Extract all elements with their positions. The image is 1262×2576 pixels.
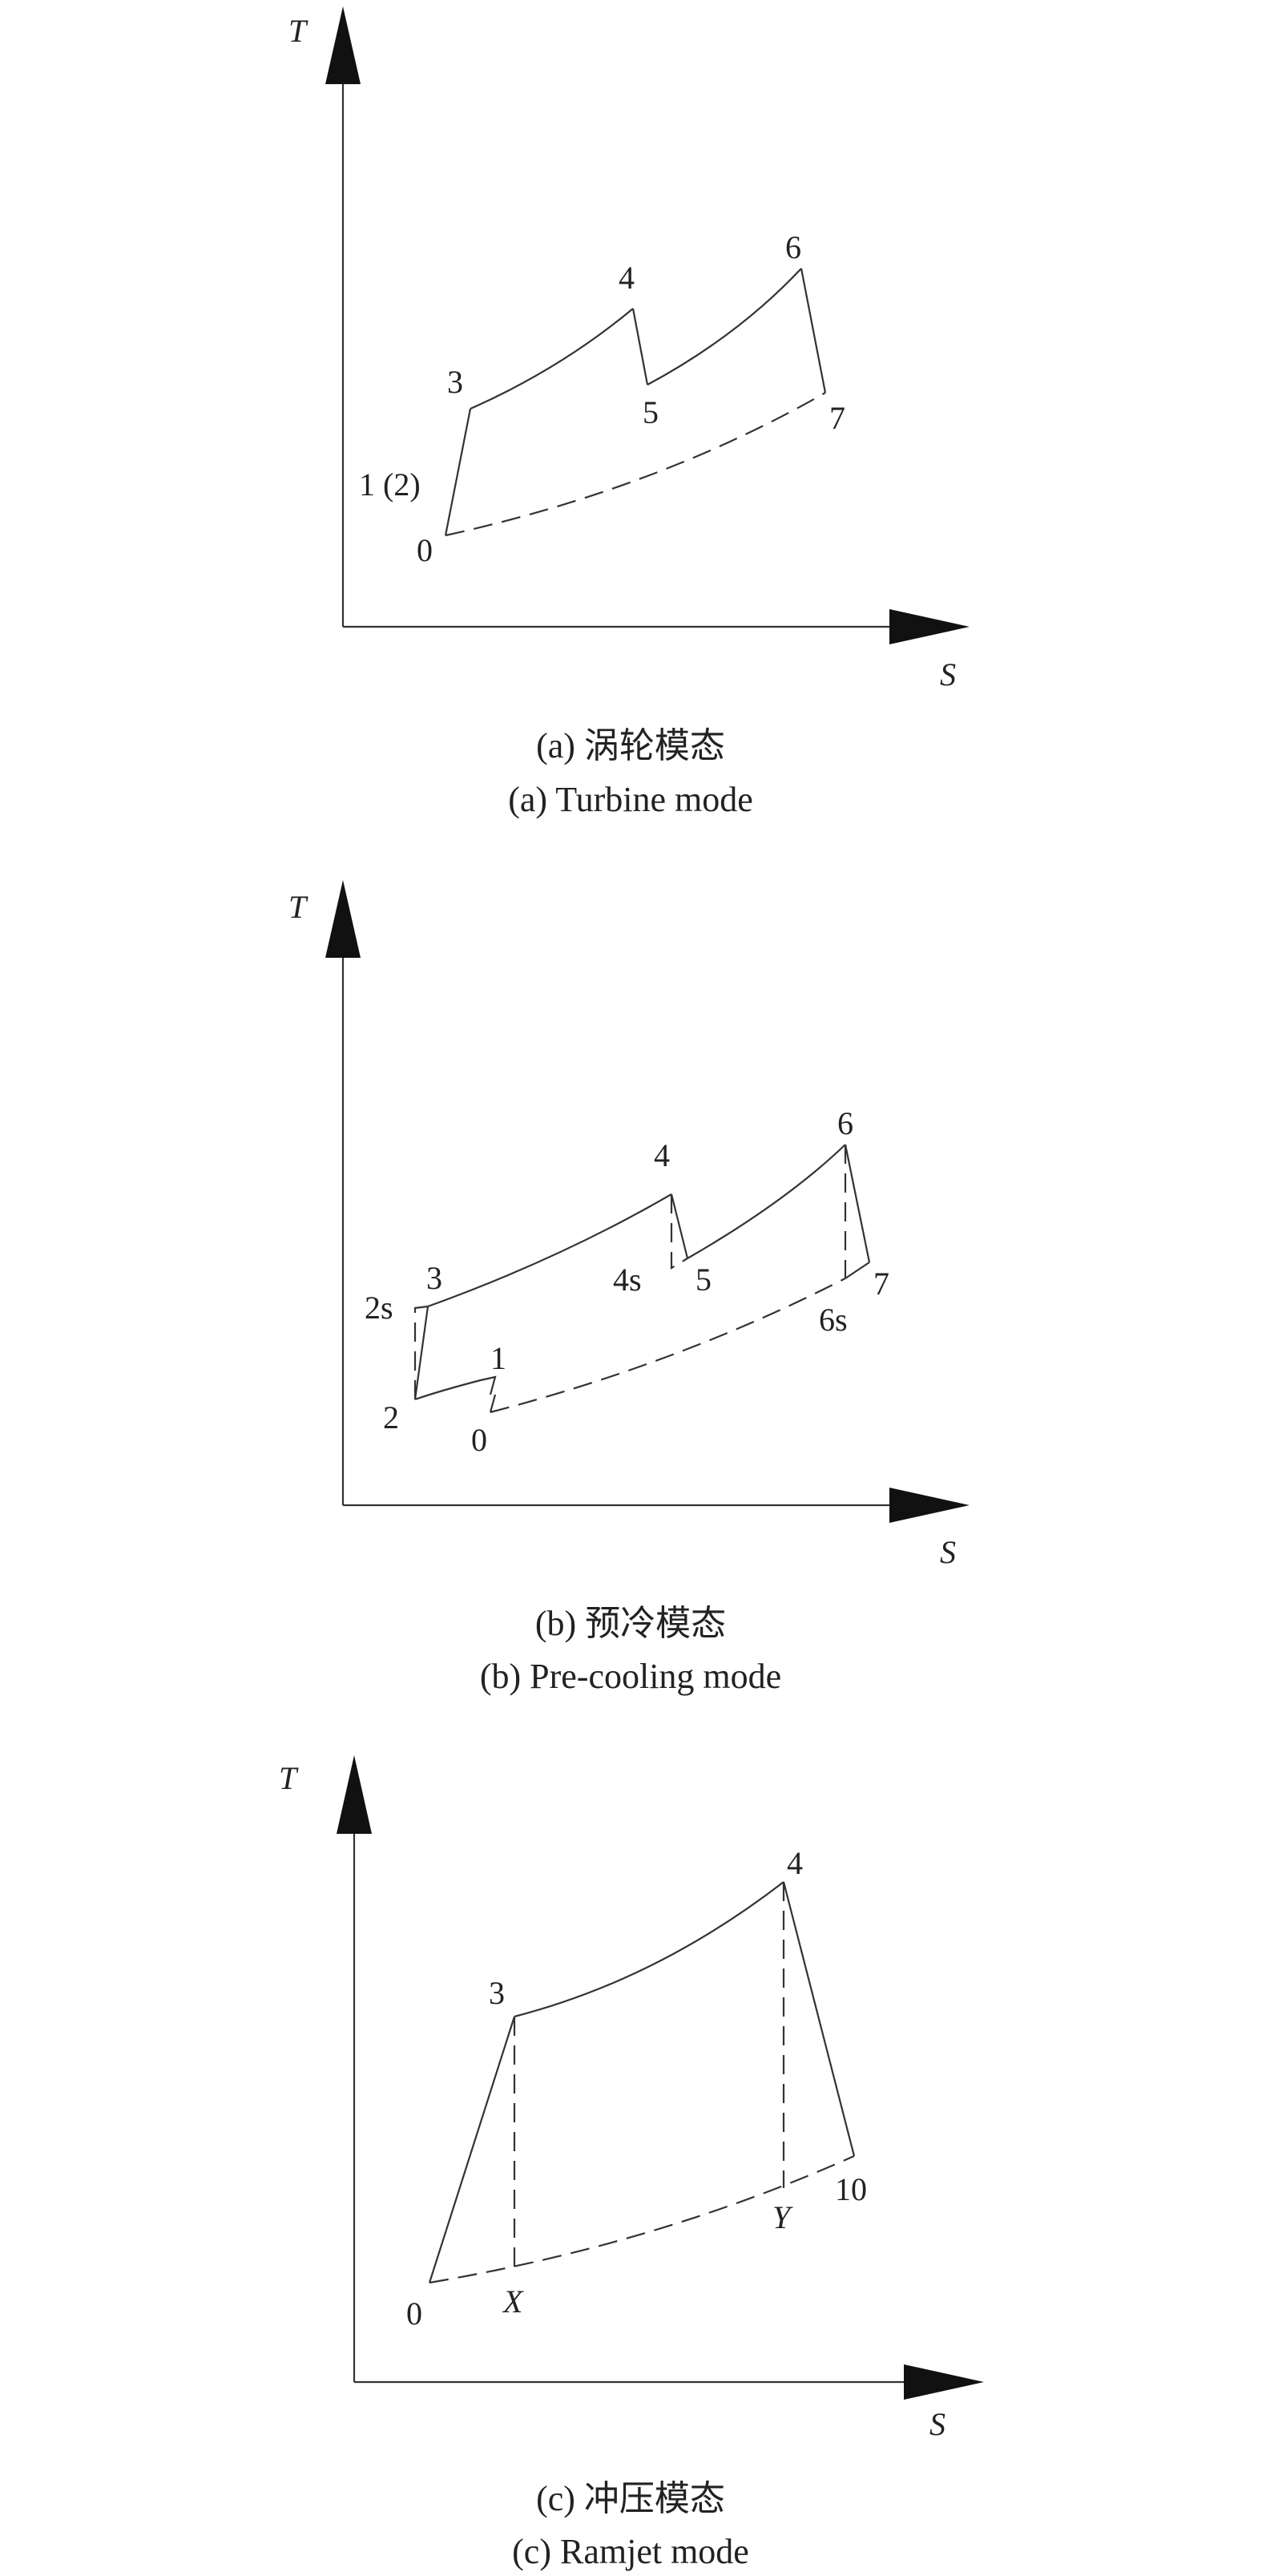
- point-label: 4s: [613, 1262, 642, 1298]
- process-line-heat-addition: [427, 1193, 672, 1308]
- point-label: 3: [447, 364, 463, 400]
- point-label: 3: [489, 1975, 505, 2011]
- point-label: 1 (2): [359, 466, 421, 503]
- process-line-heat-addition: [514, 1881, 784, 2018]
- point-label: X: [502, 2283, 524, 2320]
- point-label: 0: [406, 2295, 422, 2332]
- point-label: 4: [654, 1137, 670, 1173]
- process-line-intake: [489, 1394, 497, 1413]
- x-axis-arrow: [904, 2364, 984, 2400]
- isentropic-line-2s: [413, 1305, 429, 1399]
- isentropic-line-4s: [670, 1194, 688, 1270]
- caption-cn: (c) 冲压模态: [536, 2479, 725, 2518]
- process-line-reheat: [687, 1144, 846, 1259]
- caption-cn: (b) 预冷模态: [535, 1604, 726, 1643]
- point-label: 0: [417, 532, 433, 568]
- point-label: 3: [426, 1260, 442, 1296]
- panel-c: T S 0 3 4 10 X Y (c) 冲压模态 (c) Ramjet mod…: [279, 1755, 984, 2571]
- caption-en: (a) Turbine mode: [508, 780, 753, 819]
- point-label: 5: [643, 394, 659, 430]
- panel-a: T S 0 1 (2) 3 4 5 6 7 (a) 涡轮模态 (a) Turbi…: [288, 6, 970, 819]
- process-line-compression: [428, 2016, 516, 2283]
- point-label: 6: [837, 1105, 853, 1141]
- caption-en: (c) Ramjet mode: [512, 2532, 749, 2571]
- process-line-expansion: [631, 308, 649, 386]
- point-label: 7: [873, 1266, 889, 1302]
- point-label: 0: [471, 1422, 487, 1458]
- y-axis-label: T: [288, 13, 308, 49]
- point-label: 1: [490, 1340, 506, 1376]
- process-line-heat-rejection: [445, 392, 826, 537]
- x-axis-arrow: [889, 609, 970, 644]
- process-line-heat-rejection: [429, 2154, 855, 2284]
- x-axis-label: S: [929, 2406, 945, 2442]
- x-axis-label: S: [940, 656, 956, 692]
- y-axis-arrow: [325, 880, 361, 958]
- x-axis-label: S: [940, 1534, 956, 1570]
- x-axis-arrow: [889, 1488, 970, 1523]
- point-label: 4: [619, 260, 635, 296]
- panel-b: T S 0 1 2 2s 3 4 4s 5 6 6s 7 (b) 预冷模态 (b…: [288, 880, 970, 1696]
- y-axis-label: T: [279, 1760, 299, 1796]
- point-label: 2: [383, 1399, 399, 1435]
- point-label: 6s: [819, 1302, 848, 1338]
- y-axis-arrow: [337, 1755, 372, 1834]
- process-line-heat-rejection: [490, 1278, 846, 1414]
- process-line-compression: [413, 1306, 429, 1400]
- caption-en: (b) Pre-cooling mode: [480, 1657, 781, 1696]
- caption-cn: (a) 涡轮模态: [536, 726, 725, 765]
- point-label: 6: [785, 229, 801, 265]
- point-label: Y: [772, 2199, 793, 2235]
- process-line-expansion-2: [844, 1144, 871, 1263]
- point-label: 4: [787, 1845, 803, 1881]
- point-label: 5: [696, 1262, 712, 1298]
- process-line-heat-addition: [470, 308, 634, 410]
- y-axis-label: T: [288, 889, 308, 925]
- process-line-compression: [444, 408, 472, 536]
- point-label: 2s: [365, 1290, 393, 1326]
- process-line-precool: [414, 1375, 497, 1401]
- process-line-reheat: [647, 268, 802, 386]
- process-line-exhaust: [845, 1262, 870, 1279]
- process-line-expansion-2: [800, 268, 827, 394]
- point-label: 10: [835, 2171, 867, 2207]
- y-axis-arrow: [325, 6, 361, 84]
- process-line-expansion: [782, 1881, 856, 2157]
- process-line-expansion: [670, 1193, 689, 1259]
- point-label: 7: [829, 400, 845, 436]
